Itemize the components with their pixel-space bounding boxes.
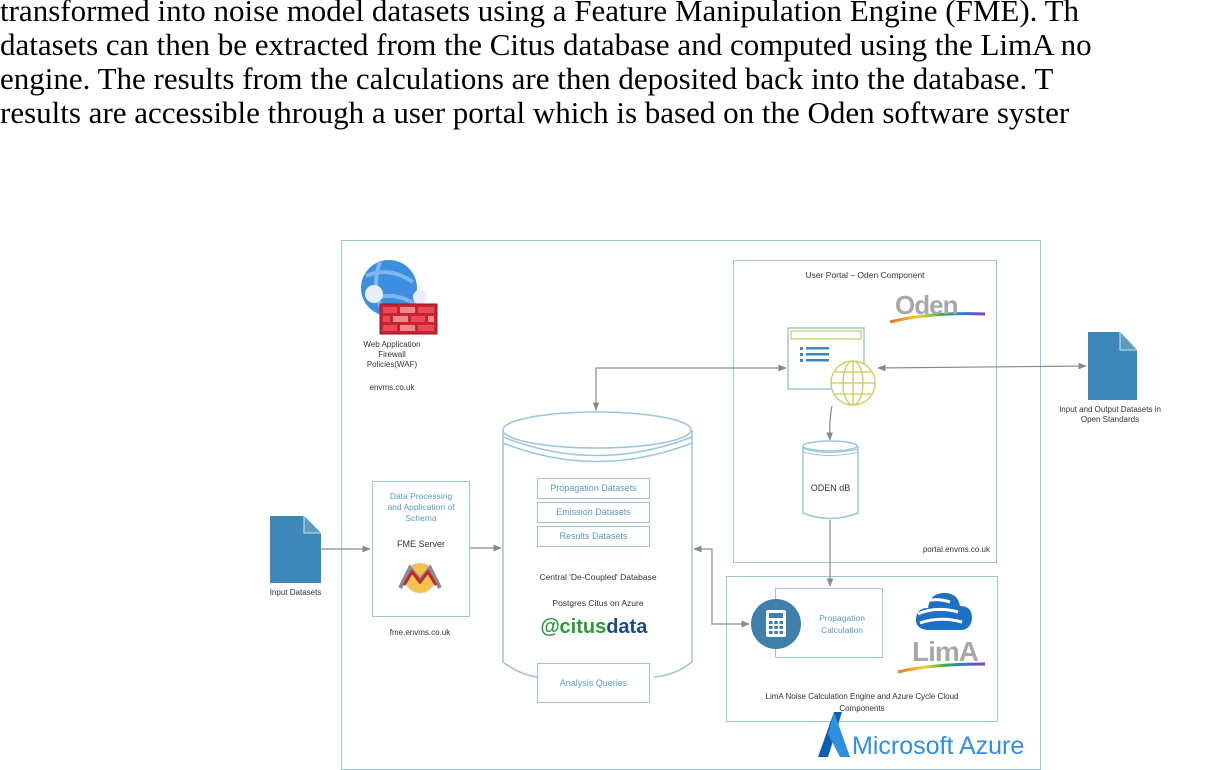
propagation-calc-label: Propagation Calculation [803,612,881,636]
body-paragraph: transformed into noise model datasets us… [0,0,1232,130]
io-label-line: Open Standards [1080,415,1140,424]
portal-box [733,260,997,563]
lima-caption-line: LimA Noise Calculation Engine and Azure … [765,692,959,701]
fme-logo [398,562,442,594]
waf-label-line: Policies(WAF) [366,360,418,369]
waf-label: Web Application Firewall Policies(WAF) [352,340,432,370]
fme-box [372,481,470,617]
db-table-emission: Emission Datasets [537,502,650,523]
input-datasets-document-icon [270,516,321,583]
microsoft-azure-logo-text: Microsoft Azure [852,732,1025,760]
calculator-icon [751,599,801,649]
fme-title-line: Data Processing [389,491,453,501]
citus-text: citus [559,616,607,638]
central-db-subtitle: Postgres Citus on Azure [552,598,644,608]
waf-label-line: Web Application [363,340,421,349]
db-table-propagation: Propagation Datasets [537,478,650,499]
calc-label-line: Calculation [820,625,864,635]
central-database-cylinder [502,411,693,678]
lima-caption-line: Components [839,704,885,713]
db-table-results: Results Datasets [537,526,650,547]
lima-logo: LimA [912,636,979,667]
fme-title-line: Schema [405,513,437,523]
lima-logo-swoosh [897,662,986,674]
fme-server-label: FME Server [396,539,445,549]
fme-domain: fme.envms.co.uk [389,628,451,637]
central-db-title: Central 'De-Coupled' Database [539,572,657,582]
analysis-queries-box: Analysis Queries [537,663,650,703]
calc-label-line: Propagation [819,613,865,623]
azure-logo-icon [818,712,850,757]
data-text: data [606,616,648,638]
arrow-portal-to-odendb [826,405,833,441]
paragraph-line: datasets can then be extracted from the … [0,27,1092,62]
fme-title: Data Processing and Application of Schem… [374,491,468,524]
portal-domain: portal.envms.co.uk [922,545,990,554]
oden-logo: Oden [895,290,958,320]
io-datasets-label: Input and Output Datasets in Open Standa… [1040,405,1180,425]
arrow-portal-io [877,362,1087,372]
oden-database-cylinder [802,440,859,520]
lima-caption: LimA Noise Calculation Engine and Azure … [730,691,994,715]
oden-db-label: ODEN dB [810,483,851,493]
arrow-db-calc [693,545,750,628]
paragraph-line: engine. The results from the calculation… [0,61,1054,96]
citusdata-logo: @citusdata [540,616,648,638]
web-app-firewall-icon [361,260,438,335]
paragraph-line: transformed into noise model datasets us… [0,0,1080,28]
input-datasets-label: Input Datasets [269,588,322,597]
cycle-cloud-icon [915,592,972,630]
globe-icon [830,360,876,406]
paragraph-line: results are accessible through a user po… [0,95,1070,130]
arrow-db-portal [592,364,787,411]
waf-label-line: Firewall [378,350,406,359]
io-datasets-document-icon [1088,332,1137,400]
fme-title-line: and Application of [387,502,455,512]
lima-box [726,576,998,722]
waf-domain: envms.co.uk [369,383,415,392]
portal-title: User Portal – Oden Component [805,270,925,280]
io-label-line: Input and Output Datasets in [1059,405,1161,414]
oden-logo-swoosh [889,312,986,324]
